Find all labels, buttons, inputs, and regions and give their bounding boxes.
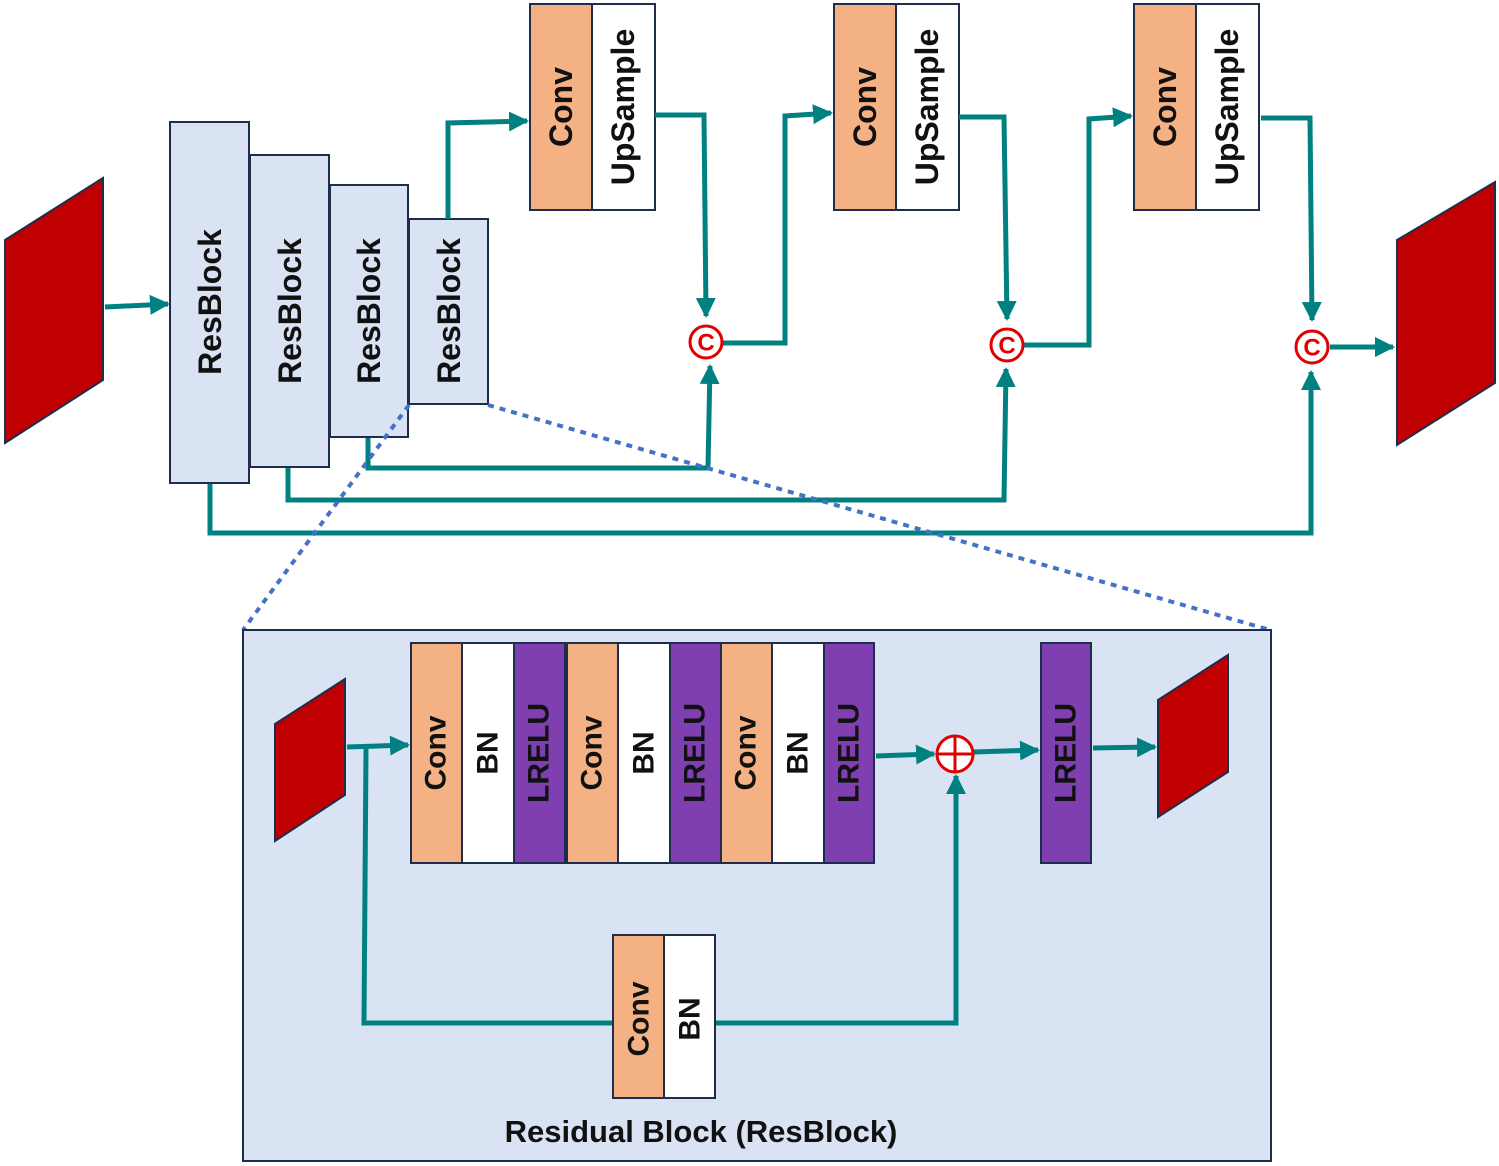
top-connections — [104, 104, 1395, 536]
zoom-lines — [241, 403, 1271, 632]
skip-resblock-1 — [207, 370, 1321, 536]
decoder-3-upsample-label: UpSample — [1209, 29, 1245, 185]
input-feature-map — [4, 176, 104, 445]
detail-layer-4-label: Conv — [576, 715, 609, 790]
concat-3-symbol: C — [1303, 335, 1320, 362]
detail-layer-2-label: BN — [472, 731, 505, 774]
detail-layer-6-label: LRELU — [679, 703, 712, 803]
detail-input-arrow — [346, 735, 410, 756]
decoder-1-conv-label: Conv — [543, 67, 579, 147]
add-node — [935, 734, 975, 774]
detail-layer-7-label: Conv — [730, 715, 763, 790]
detail-final-lrelu-label: LRELU — [1050, 703, 1083, 803]
detail-stack-to-add — [875, 744, 936, 765]
concat-1-symbol: C — [697, 330, 714, 357]
resblock-3: ResBlock — [329, 184, 409, 438]
detail-layer-8-label: BN — [782, 731, 815, 774]
detail-layer-stack: Conv BN LRELU Conv BN LRELU Conv BN LREL… — [410, 642, 875, 864]
concat-node-3: C — [1294, 329, 1330, 365]
shortcut-conv-label: Conv — [623, 981, 656, 1056]
skip-resblock-2 — [285, 367, 1016, 503]
output-feature-map — [1396, 180, 1496, 447]
detail-layer-3-label: LRELU — [523, 703, 556, 803]
resblock-2: ResBlock — [249, 154, 330, 468]
detail-layer-1-label: Conv — [420, 715, 453, 790]
detail-shortcut-right — [716, 774, 966, 1026]
decoder-2-upsample-label: UpSample — [909, 29, 945, 185]
decoder-2-conv-label: Conv — [847, 67, 883, 147]
concat-node-2: C — [989, 327, 1025, 363]
detail-add-to-lrelu — [973, 740, 1040, 761]
resblock-4-label: ResBlock — [431, 238, 467, 384]
input-arrow — [104, 294, 170, 315]
resblock-1-label: ResBlock — [192, 229, 228, 375]
resblock-4: ResBlock — [408, 218, 489, 405]
detail-lrelu-to-output — [1092, 737, 1157, 758]
detail-connections — [346, 735, 1157, 1026]
resblock-1: ResBlock — [169, 121, 250, 484]
concat-1-to-decoder-2 — [722, 104, 833, 346]
detail-final-lrelu: LRELU — [1040, 642, 1092, 864]
decoder-1-upsample-label: UpSample — [605, 29, 641, 185]
detail-layer-9-label: LRELU — [833, 703, 866, 803]
decoder-3-to-concat-3 — [1261, 115, 1322, 322]
shortcut-bn-label: BN — [674, 997, 707, 1040]
resblock-2-label: ResBlock — [272, 238, 308, 384]
detail-output-feature-map — [1157, 653, 1229, 819]
concat-2-to-decoder-3 — [1024, 107, 1133, 348]
detail-caption: Residual Block (ResBlock) — [505, 1114, 898, 1149]
detail-input-feature-map — [274, 677, 346, 843]
decoder-block-2: Conv UpSample — [833, 3, 960, 211]
bottleneck-to-decoder-1 — [445, 111, 529, 219]
detail-shortcut-block: Conv BN — [612, 934, 716, 1099]
decoder-block-3: Conv UpSample — [1133, 3, 1260, 211]
detail-layer-5-label: BN — [628, 731, 661, 774]
decoder-block-1: Conv UpSample — [529, 3, 656, 211]
decoder-1-to-concat-1 — [655, 112, 716, 318]
detail-shortcut-left — [361, 747, 612, 1026]
decoder-3-conv-label: Conv — [1147, 67, 1183, 147]
concat-node-1: C — [688, 324, 724, 360]
resblock-3-label: ResBlock — [351, 238, 387, 384]
skip-resblock-3 — [365, 364, 720, 471]
decoder-2-to-concat-2 — [959, 114, 1017, 321]
concat-2-symbol: C — [998, 333, 1015, 360]
